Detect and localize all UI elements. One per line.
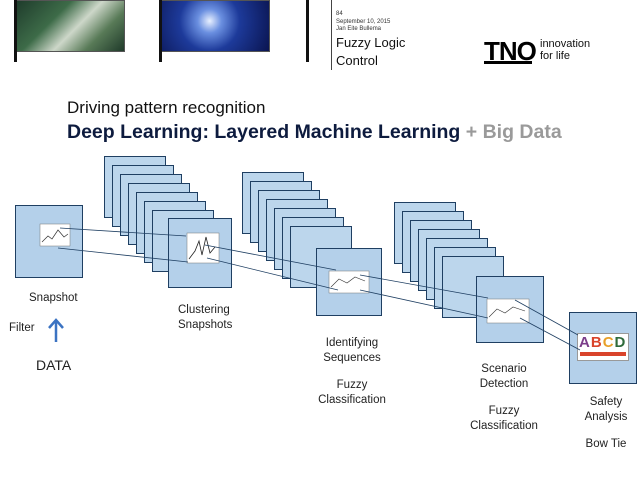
label-identifying-line3: Fuzzy [336, 379, 368, 391]
label-snapshot: Snapshot [29, 292, 78, 304]
label-clustering-line2: Snapshots [178, 319, 233, 331]
title-main: Deep Learning: Layered Machine Learning [67, 121, 461, 143]
header-title-line2: Control [336, 53, 378, 68]
abcd-letter-c: C [602, 334, 615, 351]
slide-author: Jan Eite Bullema [336, 26, 382, 32]
header-title-line1: Fuzzy Logic [336, 35, 406, 50]
label-data: DATA [36, 357, 72, 373]
header-photo-satellite [160, 0, 270, 52]
diagram: ABCD Snapshot Filter DATA Clustering Sna… [0, 150, 638, 479]
tagline-line2: for life [540, 50, 570, 62]
abcd-bar [580, 352, 626, 356]
divider-bar [306, 0, 309, 62]
snapshot-plot [39, 223, 71, 247]
slide-subtitle: Driving pattern recognition [67, 98, 266, 117]
abcd-letter-d: D [614, 334, 627, 351]
sequence-plot [328, 270, 370, 294]
label-scenario-line4: Classification [470, 420, 538, 432]
label-filter: Filter [9, 322, 35, 334]
tno-logo-underline [484, 61, 532, 64]
divider-bar [14, 0, 17, 62]
label-safety-line1: Safety [589, 396, 623, 408]
header-divider-line [331, 0, 332, 70]
filter-arrow-icon [48, 318, 64, 342]
abcd-letter-b: B [590, 334, 603, 351]
label-scenario-line2: Detection [479, 378, 529, 390]
label-scenario: Scenario Detection Fuzzy Classification [466, 362, 542, 434]
label-identifying-line1: Identifying [325, 337, 379, 349]
title-plus: + [465, 121, 478, 143]
label-clustering: Clustering Snapshots [178, 303, 232, 333]
safety-card: ABCD [569, 312, 637, 384]
header-photo-landscape [15, 0, 125, 52]
divider-bar [159, 0, 162, 62]
tagline-line1: innovation [540, 38, 591, 50]
abcd-panel: ABCD [577, 333, 629, 361]
slide-number: 84 [336, 11, 343, 17]
sequence-card-front [316, 248, 382, 316]
slide-date: September 10, 2015 [336, 19, 391, 25]
abcd-letter-a: A [579, 334, 591, 351]
abcd-letters: ABCD [579, 334, 627, 351]
label-safety-line2: Analysis [584, 411, 628, 423]
cluster-plot [186, 232, 220, 264]
label-identifying-line2: Sequences [323, 352, 381, 364]
connector-lines [48, 227, 581, 351]
label-scenario-line1: Scenario [481, 363, 527, 375]
label-clustering-line1: Clustering [178, 304, 230, 316]
label-safety-line3: Bow Tie [585, 438, 627, 450]
cluster-card-front [168, 218, 232, 288]
label-identifying-line4: Classification [318, 394, 386, 406]
label-scenario-line3: Fuzzy [488, 405, 520, 417]
label-safety: Safety Analysis Bow Tie [578, 395, 634, 452]
snapshot-card [15, 205, 83, 278]
title-big-data: Big Data [482, 121, 562, 143]
slide-title: Deep Learning: Layered Machine Learning … [67, 121, 562, 144]
label-identifying: Identifying Sequences Fuzzy Classificati… [314, 336, 390, 408]
